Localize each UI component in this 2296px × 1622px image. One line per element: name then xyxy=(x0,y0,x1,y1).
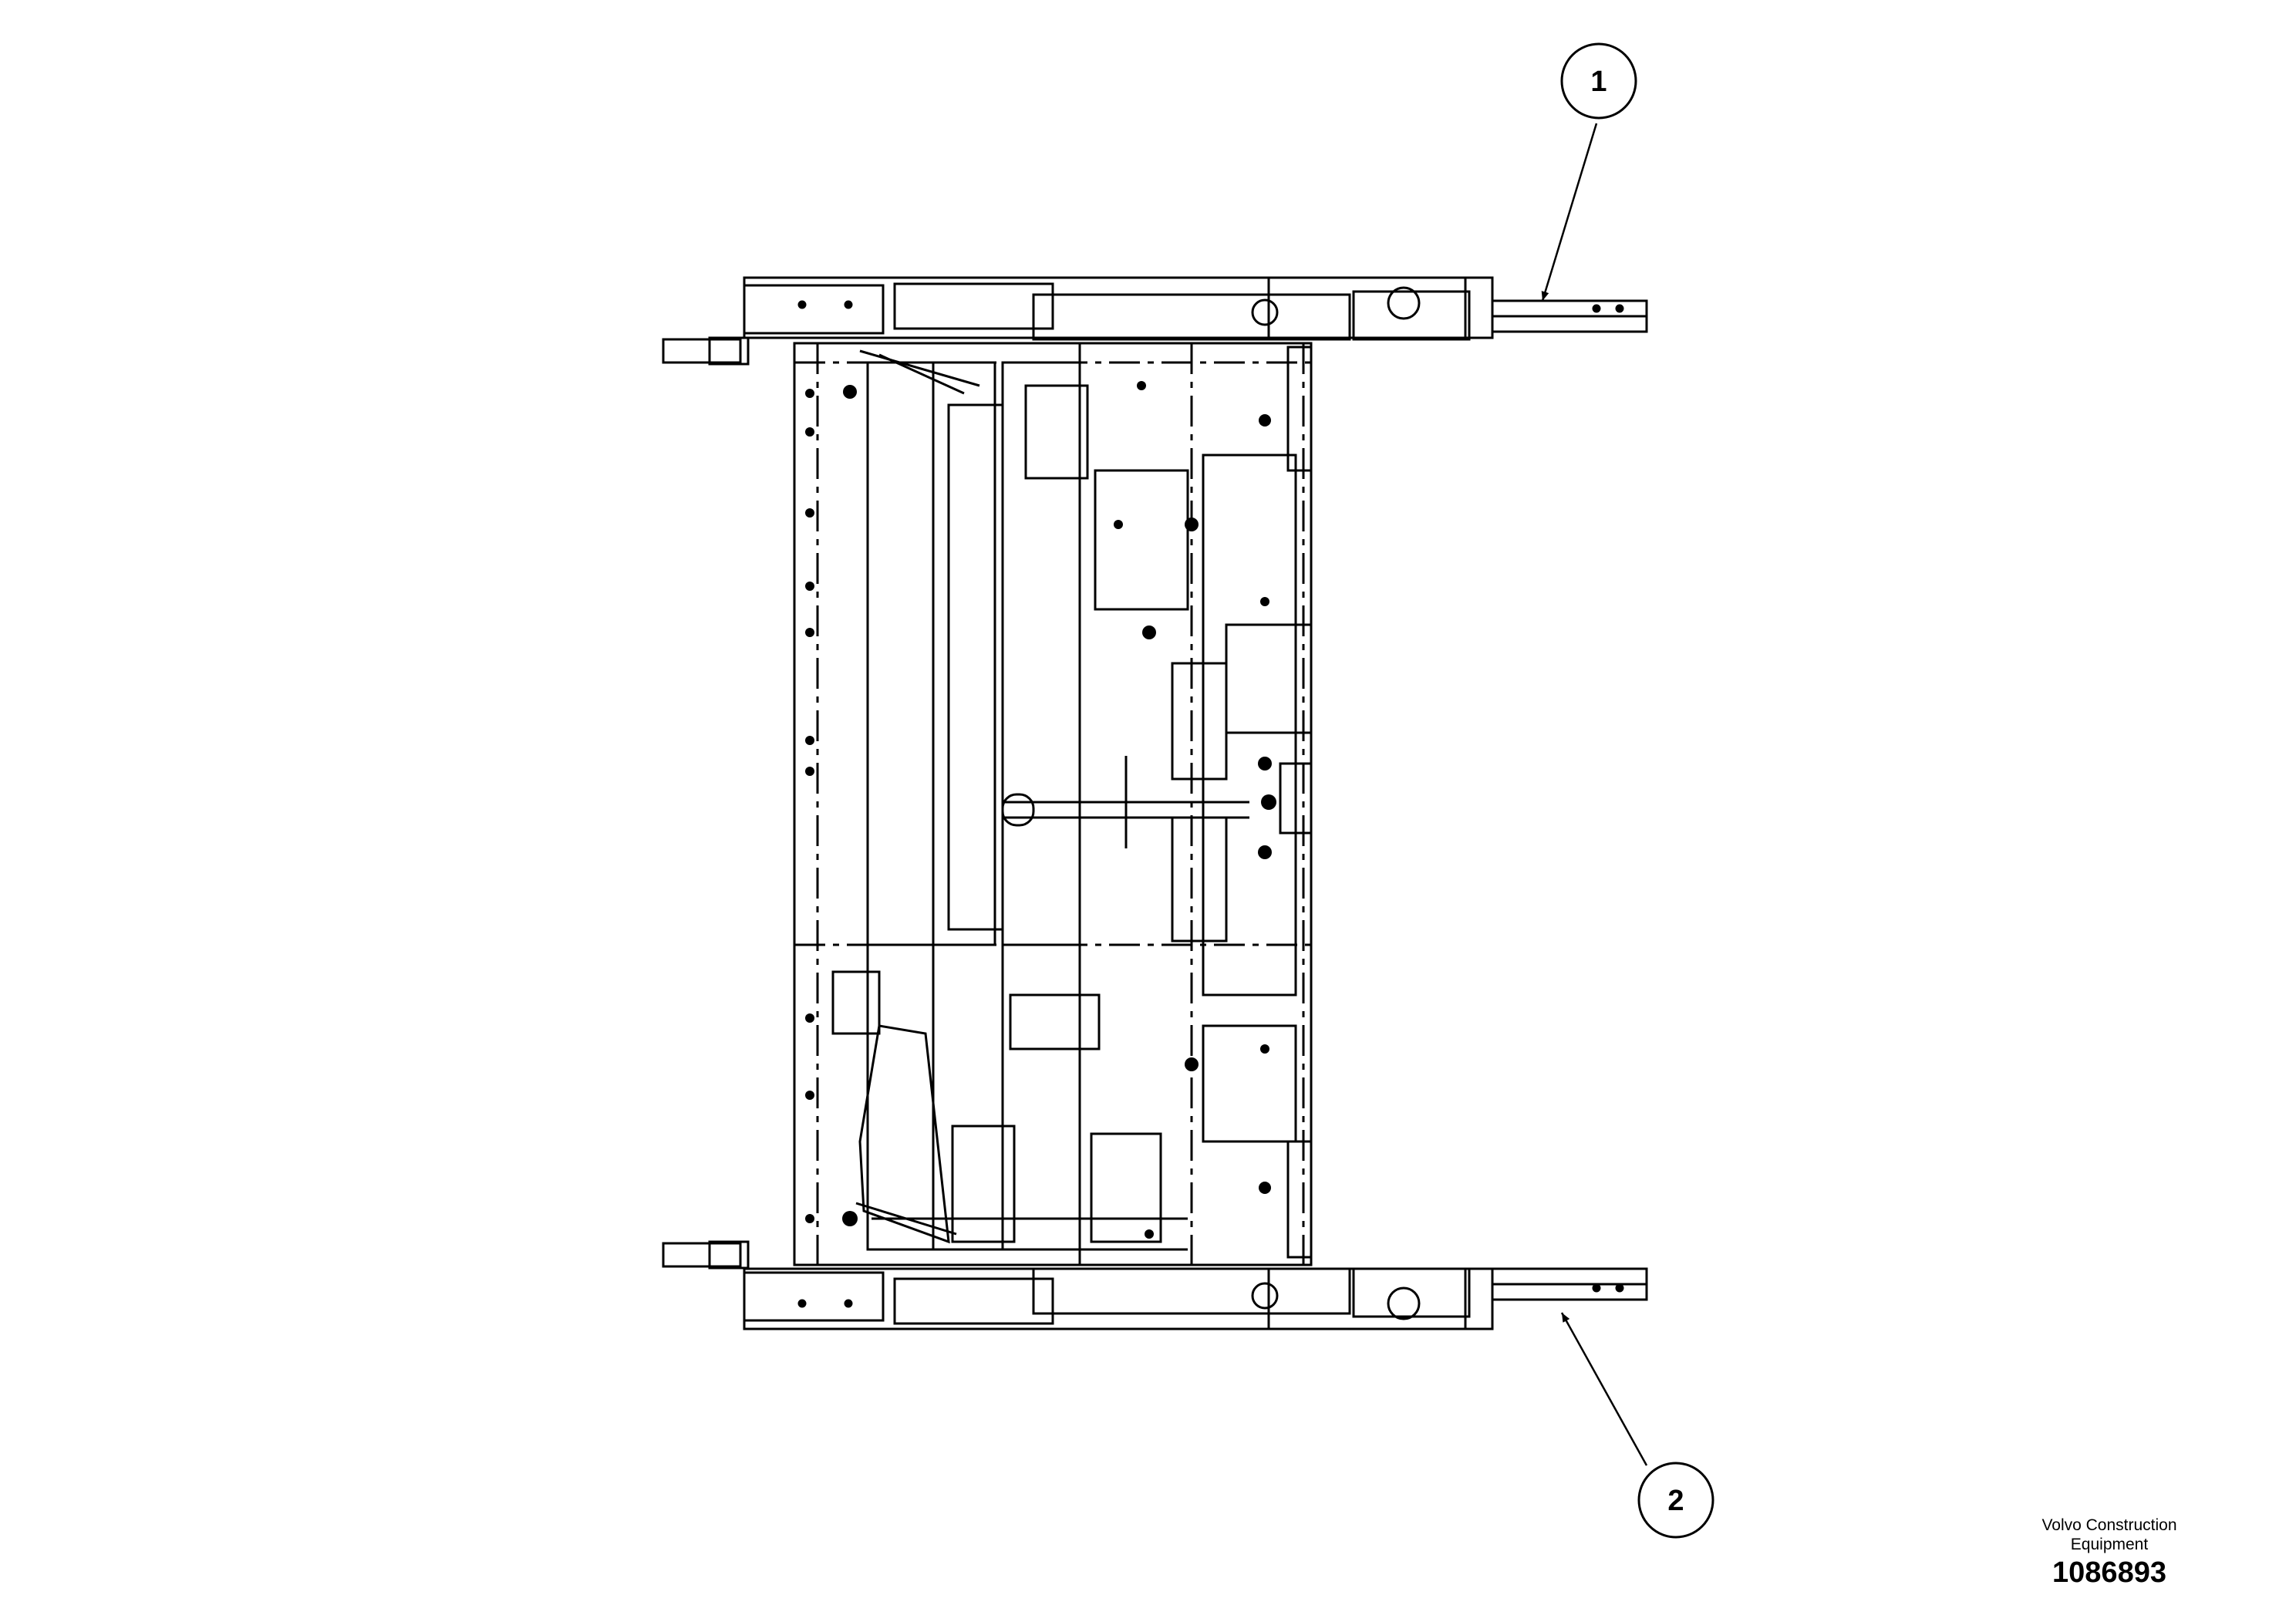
fasteners xyxy=(805,381,1276,1239)
main-frame xyxy=(793,342,1313,1266)
callout-1-label: 1 xyxy=(1590,66,1607,98)
callout-1-leader xyxy=(1541,123,1598,302)
bottom-rail xyxy=(662,1240,1648,1330)
callout-2-label: 2 xyxy=(1667,1485,1684,1517)
top-rail xyxy=(662,276,1648,366)
company-name-line1: Volvo Construction xyxy=(2041,1516,2177,1534)
callout-2: 2 xyxy=(1637,1462,1714,1539)
company-name-line2: Equipment xyxy=(2070,1536,2149,1553)
callout-2-leader xyxy=(1560,1312,1648,1466)
company-name: Volvo Construction Equipment xyxy=(2009,1516,2210,1554)
inner-members xyxy=(831,346,1313,1259)
callout-1: 1 xyxy=(1560,42,1637,120)
document-number: 1086893 xyxy=(2052,1556,2166,1589)
assembly-outline xyxy=(662,276,1648,1330)
